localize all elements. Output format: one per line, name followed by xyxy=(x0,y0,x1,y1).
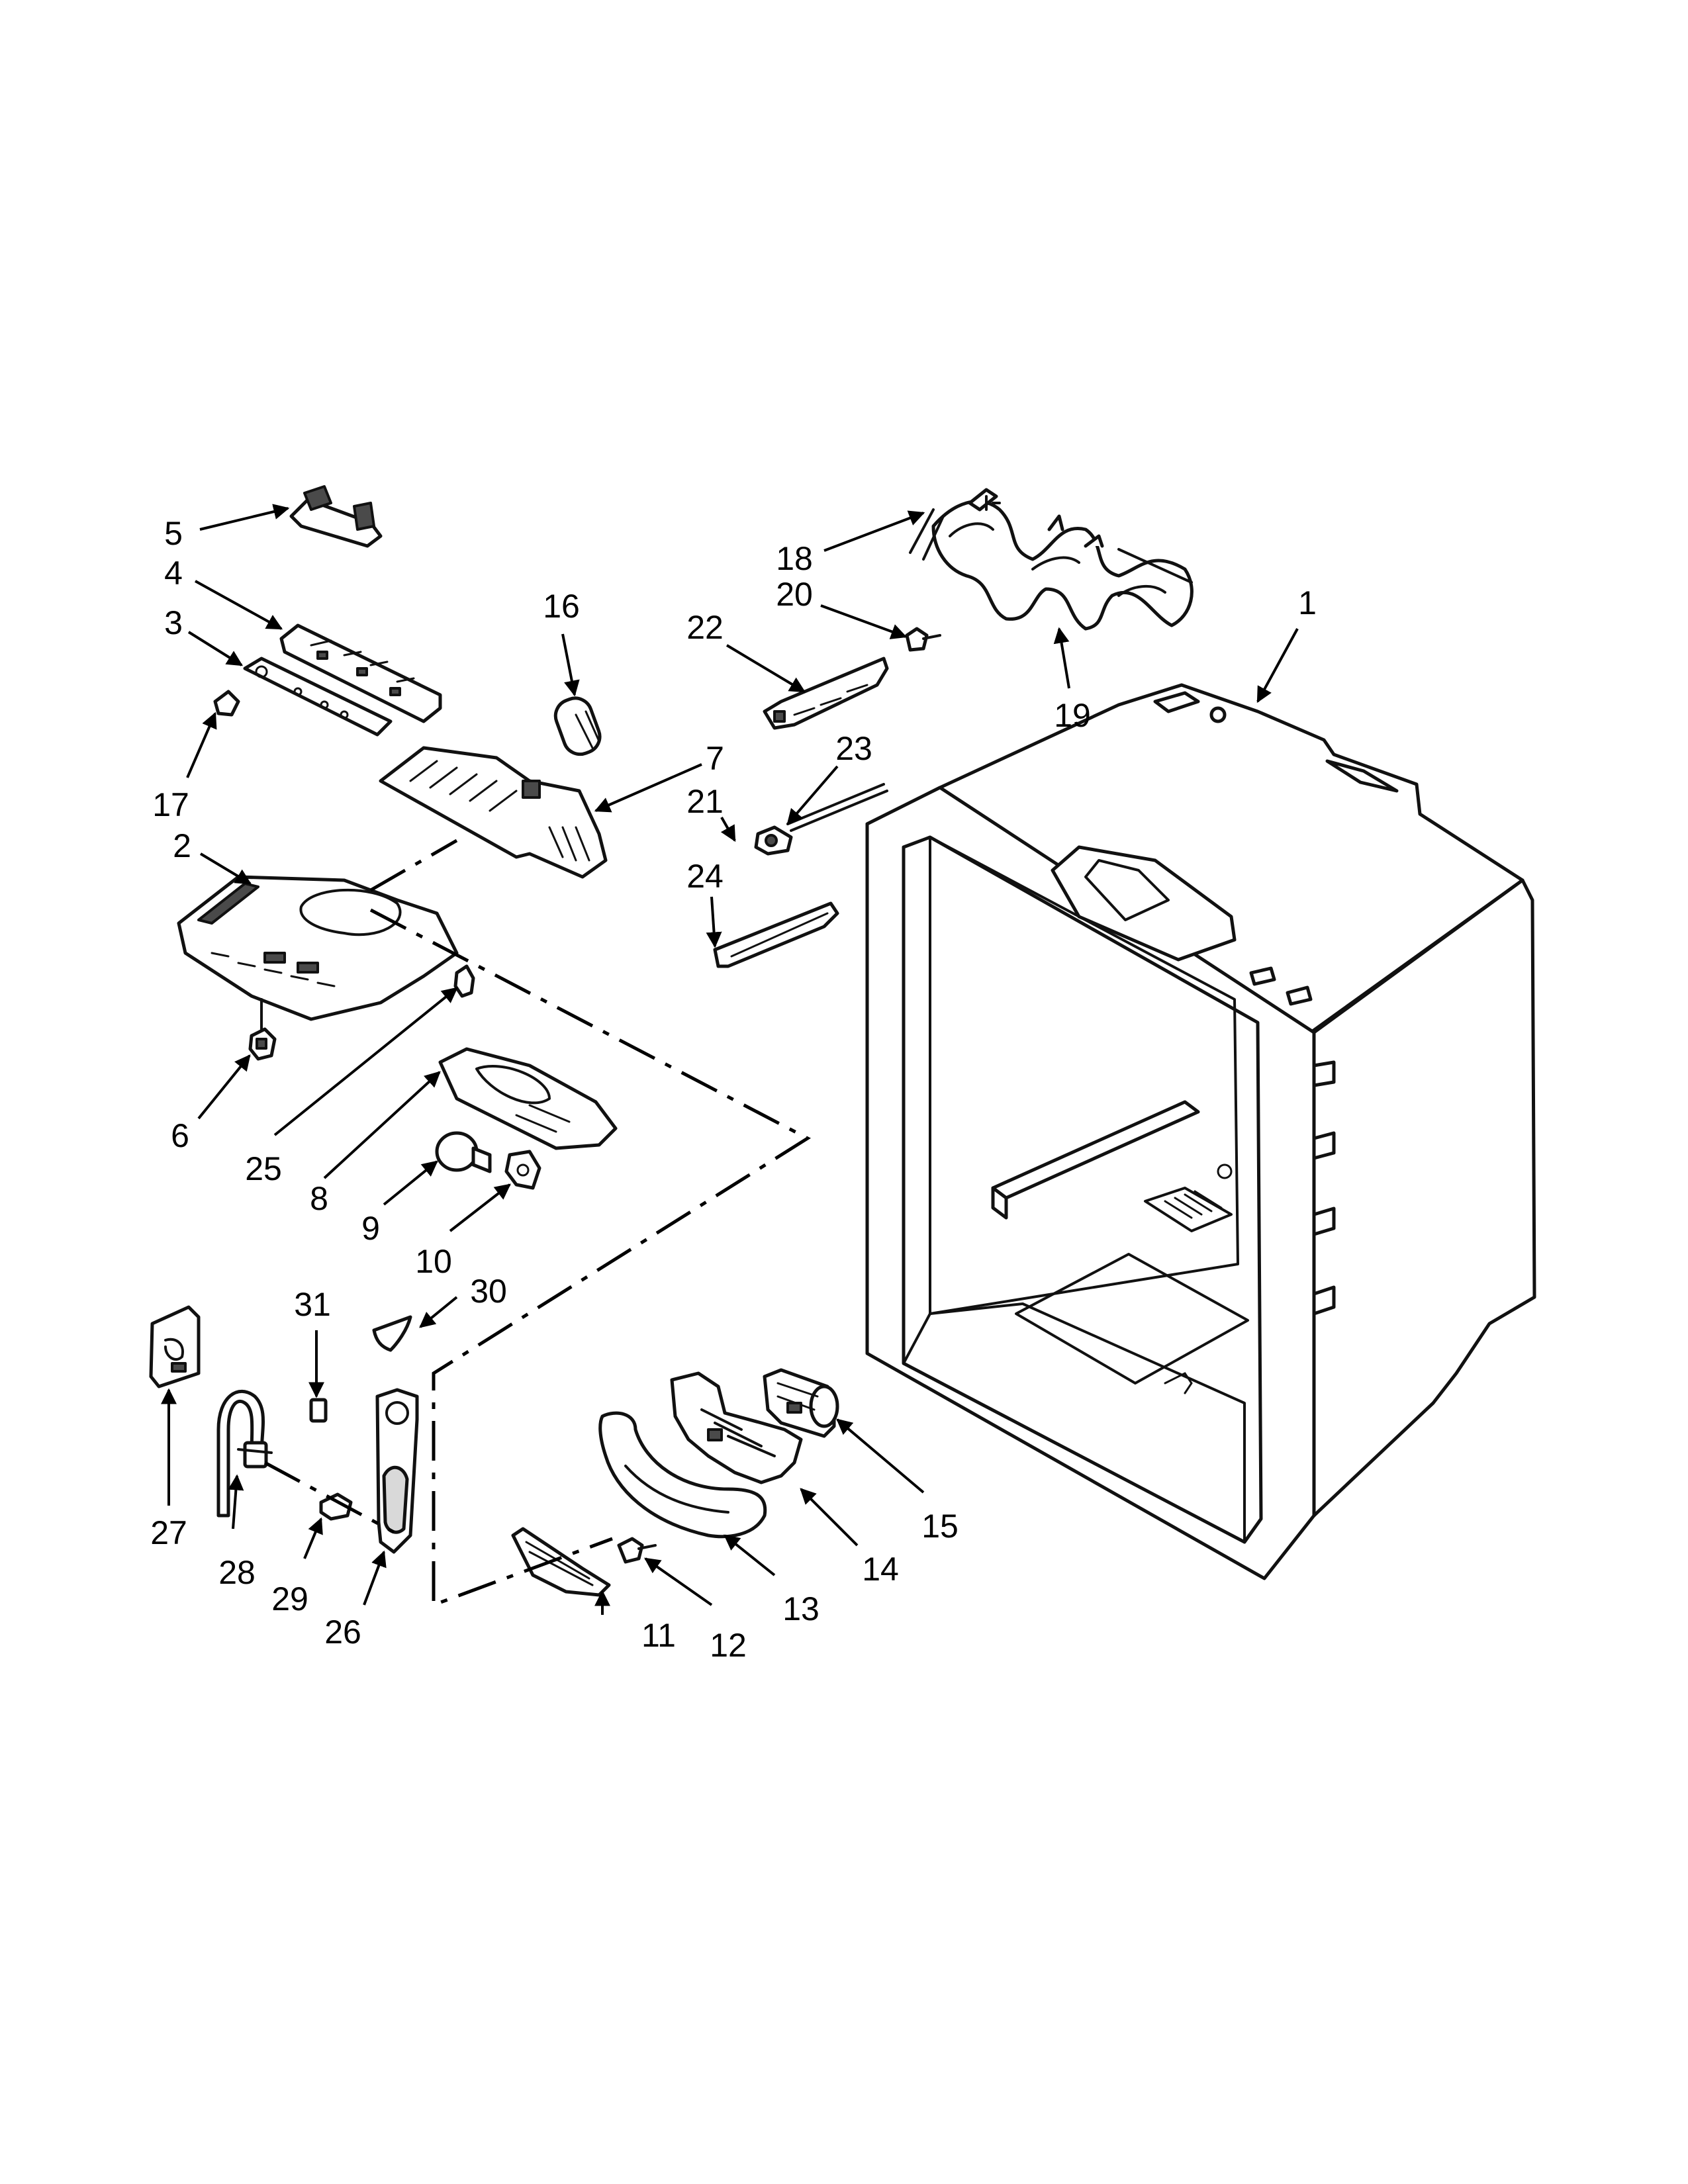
callout-5[interactable]: 5 xyxy=(164,515,183,552)
callout-20[interactable]: 20 xyxy=(776,576,813,613)
callout-10[interactable]: 10 xyxy=(415,1243,452,1280)
part-3-control-panel[interactable] xyxy=(243,657,393,737)
callout-7[interactable]: 7 xyxy=(706,740,724,777)
callout-29[interactable]: 29 xyxy=(271,1580,308,1617)
part-22-bracket[interactable] xyxy=(763,657,889,730)
part-17-fastener[interactable] xyxy=(213,690,240,717)
callout-12[interactable]: 12 xyxy=(710,1627,747,1664)
callout-3[interactable]: 3 xyxy=(164,604,183,641)
callout-6[interactable]: 6 xyxy=(171,1117,189,1154)
callout-21[interactable]: 21 xyxy=(686,783,724,820)
callout-31[interactable]: 31 xyxy=(294,1286,331,1323)
callout-23[interactable]: 23 xyxy=(835,730,872,767)
part-10-gear[interactable] xyxy=(504,1150,541,1190)
callout-1[interactable]: 1 xyxy=(1298,584,1317,621)
callout-28[interactable]: 28 xyxy=(218,1554,256,1591)
callout-16[interactable]: 16 xyxy=(543,588,580,625)
callout-26[interactable]: 26 xyxy=(324,1614,361,1651)
part-20-screw[interactable] xyxy=(905,627,941,652)
part-24-rail[interactable] xyxy=(713,901,839,968)
callout-30[interactable]: 30 xyxy=(470,1273,507,1310)
callout-18[interactable]: 18 xyxy=(776,540,813,577)
part-1-cabinet-liner[interactable] xyxy=(865,683,1536,1580)
part-28-water-tube[interactable] xyxy=(216,1389,273,1518)
callout-11[interactable]: 11 xyxy=(641,1617,676,1654)
part-2-housing[interactable] xyxy=(177,875,459,1030)
callout-24[interactable]: 24 xyxy=(686,858,724,895)
callout-14[interactable]: 14 xyxy=(862,1551,899,1588)
callout-22[interactable]: 22 xyxy=(686,609,724,646)
callout-19[interactable]: 19 xyxy=(1054,697,1091,734)
callout-15[interactable]: 15 xyxy=(921,1508,959,1545)
part-11-tray[interactable] xyxy=(511,1527,611,1597)
part-15-motor[interactable] xyxy=(763,1368,839,1438)
part-9-knob[interactable] xyxy=(435,1131,492,1173)
part-6-switch[interactable] xyxy=(248,1027,277,1061)
callout-4[interactable]: 4 xyxy=(164,555,183,592)
part-14-auger[interactable] xyxy=(670,1371,803,1484)
callout-13[interactable]: 13 xyxy=(782,1590,820,1627)
part-5-cover[interactable] xyxy=(289,485,383,548)
part-26-housing[interactable] xyxy=(375,1388,419,1554)
callout-9[interactable]: 9 xyxy=(361,1210,380,1247)
part-4-control-housing[interactable] xyxy=(279,623,442,723)
part-27-bracket[interactable] xyxy=(149,1305,201,1388)
part-16-bulb[interactable] xyxy=(551,694,604,759)
part-18-19-heater-tube[interactable] xyxy=(909,488,1194,631)
callout-27[interactable]: 27 xyxy=(150,1514,187,1551)
part-12-screw[interactable] xyxy=(617,1537,657,1564)
part-25-clip[interactable] xyxy=(453,964,475,998)
leader-lines xyxy=(161,504,1299,1615)
callout-2[interactable]: 2 xyxy=(173,827,191,864)
assembly-lines xyxy=(263,839,812,1608)
part-23-sensor[interactable] xyxy=(754,783,888,856)
part-8-dispenser-housing[interactable] xyxy=(438,1047,618,1150)
callout-labels: 1 2 3 4 5 6 7 8 9 10 11 12 13 14 15 16 1… xyxy=(150,515,1317,1664)
callout-25[interactable]: 25 xyxy=(245,1150,282,1187)
part-13-cover[interactable] xyxy=(598,1411,767,1539)
part-30-cover[interactable] xyxy=(372,1315,412,1352)
callout-8[interactable]: 8 xyxy=(310,1180,328,1217)
part-7-light-cover[interactable] xyxy=(379,746,608,879)
part-29-clip[interactable] xyxy=(319,1492,353,1521)
callout-17[interactable]: 17 xyxy=(152,786,189,823)
part-31-clip[interactable] xyxy=(309,1398,328,1423)
